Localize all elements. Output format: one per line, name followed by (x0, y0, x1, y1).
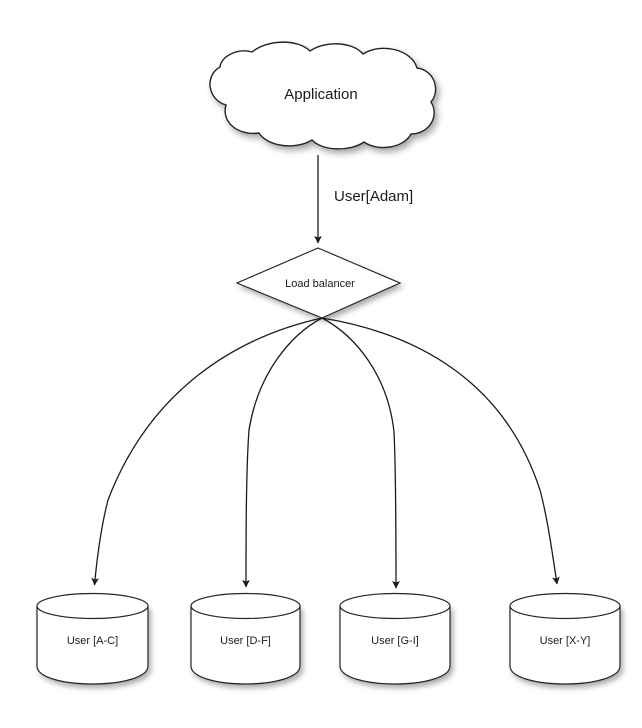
load-balancer-label: Load balancer (285, 278, 355, 290)
edge-balancer-to-db-2[interactable] (321, 317, 400, 589)
database-label-0: User [A-C] (67, 635, 118, 647)
edge-balancer-to-db-3[interactable] (321, 317, 560, 585)
edge-balancer-to-db-1[interactable] (242, 317, 323, 588)
edge-path-balancer-to-db-0 (91, 317, 323, 586)
node-database-3[interactable]: User [X-Y] (509, 592, 621, 685)
node-load-balancer[interactable]: Load balancer (235, 247, 402, 319)
edge-path-balancer-to-db-3 (321, 317, 560, 585)
node-database-2[interactable]: User [G-I] (339, 592, 451, 685)
cloud-label: Application (284, 86, 357, 103)
edge-path-balancer-to-db-2 (321, 317, 400, 589)
edge-label-user-adam: User[Adam] (334, 188, 413, 205)
database-label-1: User [D-F] (220, 635, 271, 647)
edge-path-balancer-to-db-1 (242, 317, 323, 588)
node-database-1[interactable]: User [D-F] (190, 592, 301, 685)
edge-balancer-to-db-0[interactable] (91, 317, 323, 586)
database-label-3: User [X-Y] (540, 635, 591, 647)
edge-application-to-balancer[interactable]: User[Adam] (314, 155, 413, 244)
database-label-2: User [G-I] (371, 635, 419, 647)
node-application-cloud[interactable]: Application (209, 41, 437, 150)
node-database-0[interactable]: User [A-C] (36, 592, 149, 685)
